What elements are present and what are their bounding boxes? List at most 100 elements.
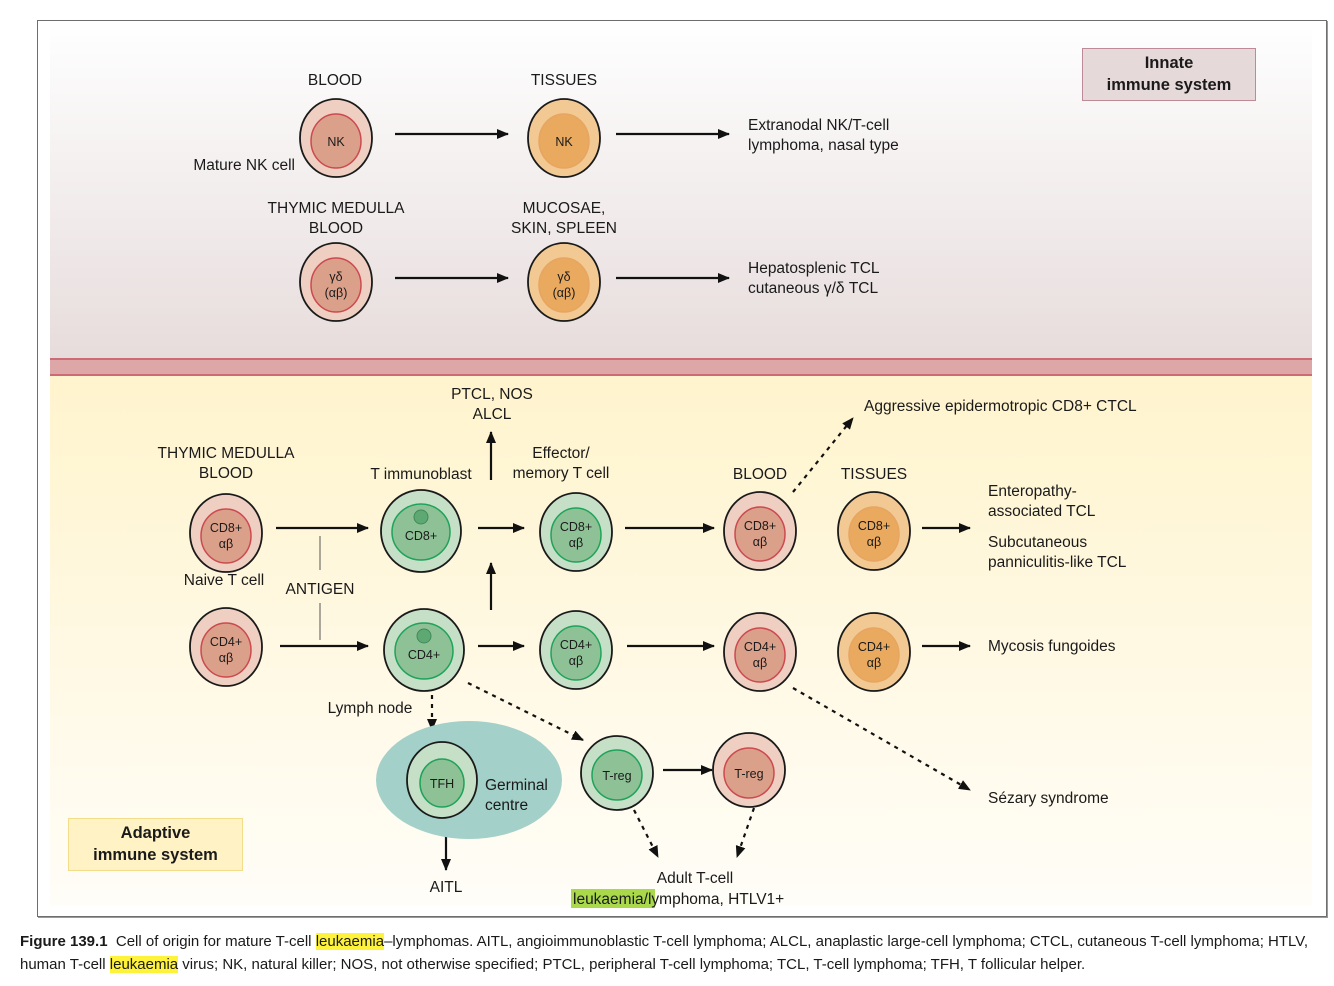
blood-cd4-cell-label: CD4+αβ (744, 640, 776, 670)
blood-cd8-cell: CD8+αβ (723, 491, 797, 571)
antigen-label: ANTIGEN (286, 581, 355, 598)
caption-text-3: virus; NK, natural killer; NOS, not othe… (178, 956, 1086, 973)
tissue-cd8-cell-nucleus (848, 506, 900, 562)
tfh-cell-nucleus (419, 758, 465, 808)
nk-tissue-cell-nucleus (538, 113, 590, 169)
gd-blood-cell-nucleus (310, 257, 362, 313)
blood-cd8-cell-label: CD8+αβ (744, 519, 776, 549)
effector-label: Effector/memory T cell (513, 445, 610, 482)
adaptive-immune-system-box: Adaptive immune system (68, 818, 243, 871)
mature-nk-caption: Mature NK cell (193, 157, 295, 174)
treg-red-cell-label: T-reg (734, 767, 763, 781)
arrows-layer (276, 129, 971, 871)
nk-source-location: BLOOD (308, 72, 362, 89)
nk-blood-cell-nucleus (310, 113, 362, 169)
eatl-outcome: Enteropathy-associated TCL (988, 483, 1096, 520)
caption-highlight-1: leukaemia (315, 933, 385, 950)
aitl-outcome: AITL (430, 879, 463, 896)
gd-tissue-cell-label: γδ(αβ) (553, 270, 576, 300)
immunoblast-cd4-cell: CD4+ (383, 608, 465, 692)
innate-immune-system-box: Innate immune system (1082, 48, 1256, 101)
effector-cd8-cell: CD8+αβ (539, 492, 613, 572)
effector-cd8-cell-label: CD8+αβ (560, 520, 592, 550)
innate-box-label: Innate immune system (1106, 54, 1232, 94)
treg-green-cell: T-reg (580, 735, 654, 811)
immunoblast-label: T immunoblast (370, 466, 472, 483)
immunoblast-cd8-cell-nucleolus (413, 509, 429, 525)
naive-cd8-cell-label: CD8+αβ (210, 521, 242, 551)
tissue-cd4-cell-nucleus (848, 627, 900, 683)
naive-cd8-cell: CD8+αβ (189, 493, 263, 573)
blood-cd8-cell-nucleus (734, 506, 786, 562)
blood-cd4-cell-nucleus (734, 627, 786, 683)
nk-blood-cell-label: NK (327, 135, 345, 149)
effector-cd4-cell: CD4+αβ (539, 610, 613, 690)
immunoblast-cd8-cell-nucleus (391, 503, 451, 561)
treg-green-cell-nucleus (591, 749, 643, 801)
gd-tissue-cell-nucleus (538, 257, 590, 313)
naive-cd4-cell: CD4+αβ (189, 607, 263, 687)
effector-cd4-cell-label: CD4+αβ (560, 638, 592, 668)
treg-red-cell: T-reg (712, 732, 786, 808)
nk-target-location: TISSUES (531, 72, 597, 89)
gd-target-location: MUCOSAE,SKIN, SPLEEN (511, 200, 617, 237)
caption-text-1: Cell of origin for mature T-cell (107, 933, 316, 950)
tfh-cell-label: TFH (430, 777, 454, 791)
caption-highlight-2: leukaemia (109, 956, 179, 973)
gd-tissue-cell: γδ(αβ) (527, 242, 601, 322)
to-treg-arrow (467, 682, 584, 741)
to-sezary-arrow (792, 687, 971, 791)
immunoblast-cd8-cell: CD8+ (380, 489, 462, 573)
gd-blood-cell-label: γδ(αβ) (325, 270, 348, 300)
nk-tissue-cell-label: NK (555, 135, 573, 149)
effector-cd4-cell-nucleus (550, 625, 602, 681)
tissue-cd8-cell-label: CD8+αβ (858, 519, 890, 549)
treg-green-cell-label: T-reg (602, 769, 631, 783)
treg-green-to-atll-arrow (633, 809, 659, 858)
lymph-node-label: Lymph node (328, 700, 413, 717)
immunoblast-cd4-cell-nucleus (394, 622, 454, 680)
naive-cd4-cell-nucleus (200, 622, 252, 678)
immunoblast-cd4-cell-nucleolus (416, 628, 432, 644)
adaptive-tissues-label: TISSUES (841, 466, 907, 483)
gd-blood-cell: γδ(αβ) (299, 242, 373, 322)
naive-t-cell-caption: Naive T cell (184, 572, 264, 589)
tissue-cd8-cell: CD8+αβ (837, 491, 911, 571)
treg-red-cell-nucleus (723, 747, 775, 799)
atll-outcome-line1: Adult T-cell (657, 870, 733, 887)
naive-cd4-cell-label: CD4+αβ (210, 635, 242, 665)
divider-band (50, 358, 1312, 376)
labels-layer: BLOOD TISSUES Mature NK cell Extranodal NK/… (158, 72, 1137, 908)
tissue-cd4-cell-label: CD4+αβ (858, 640, 890, 670)
mycosis-fungoides-outcome: Mycosis fungoides (988, 638, 1116, 655)
nk-tissue-cell: NK (527, 98, 601, 178)
atll-highlight (571, 889, 655, 908)
immunoblast-cd4-cell-label: CD4+ (408, 648, 440, 662)
caption-text-2: –lymphomas. AITL, angioimmunoblastic T-c… (20, 933, 1309, 973)
blood-cd4-cell: CD4+αβ (723, 612, 797, 692)
tissue-cd4-cell: CD4+αβ (837, 612, 911, 692)
immunoblast-cd8-cell-label: CD8+ (405, 529, 437, 543)
effector-cd8-cell-nucleus (550, 507, 602, 563)
sezary-outcome: Sézary syndrome (988, 790, 1109, 807)
adaptive-blood-label: BLOOD (733, 466, 787, 483)
tfh-cell: TFH (406, 741, 478, 819)
adaptive-box-label: Adaptive immune system (93, 824, 218, 864)
aggressive-ctcl-outcome: Aggressive epidermotropic CD8+ CTCL (864, 398, 1137, 415)
atll-outcome-line2: leukaemia/lymphoma, HTLV1+ (573, 891, 784, 908)
figure-caption: Figure 139.1 Cell of origin for mature T… (20, 930, 1320, 976)
nk-blood-cell: NK (299, 98, 373, 178)
figure-number: Figure 139.1 (20, 933, 108, 950)
to-aggressive-ctcl-arrow (792, 417, 854, 493)
treg-red-to-atll-arrow (735, 807, 756, 858)
naive-cd8-cell-nucleus (200, 508, 252, 564)
